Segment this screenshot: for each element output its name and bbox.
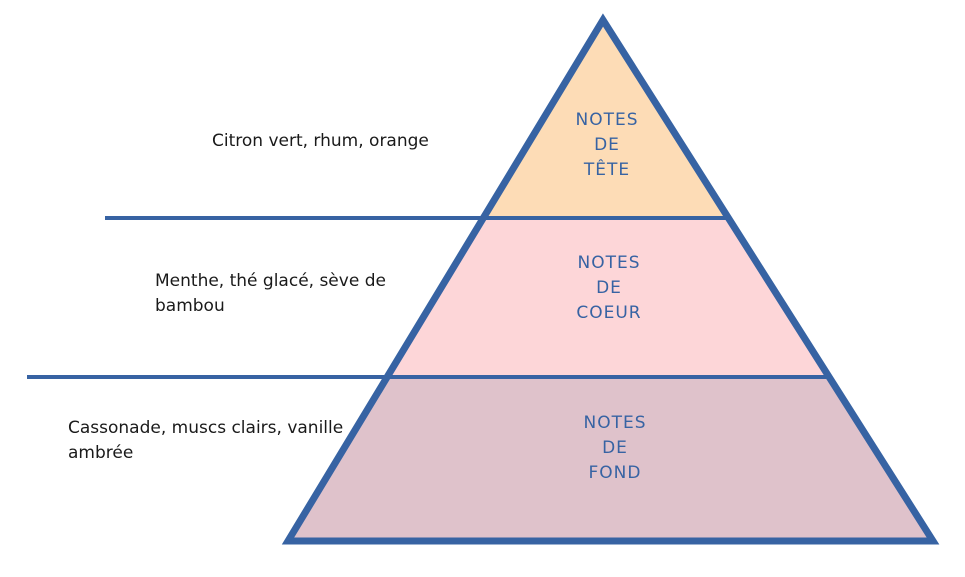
tier-top-label-2: DE	[594, 135, 620, 155]
tier-base-label-3: FOND	[589, 463, 642, 483]
pyramid-outline	[281, 13, 940, 545]
tier-base-description-line-1: Cassonade, muscs clairs, vanille	[68, 418, 344, 438]
tier-base-description-line-2: ambrée	[68, 443, 134, 463]
tier-base-fill	[288, 377, 933, 541]
tier-top-fill	[483, 20, 728, 218]
tier-top-description: Citron vert, rhum, orange	[212, 131, 429, 151]
tier-middle-description-line-1: Menthe, thé glacé, sève de	[155, 271, 386, 291]
tier-base-label-1: NOTES	[583, 413, 646, 433]
tier-top-label-1: NOTES	[575, 110, 638, 130]
tier-middle-label-2: DE	[596, 278, 622, 298]
tier-middle-fill	[387, 218, 829, 377]
tier-middle-label-3: COEUR	[576, 303, 641, 323]
tier-middle-label-1: NOTES	[577, 253, 640, 273]
tier-middle-description: Menthe, thé glacé, sève de bambou	[155, 269, 386, 319]
tier-top-label-3: TÊTE	[583, 158, 630, 180]
tier-base-description: Cassonade, muscs clairs, vanille ambrée	[68, 416, 343, 466]
tier-base-label-2: DE	[602, 438, 628, 458]
tier-middle-description-line-2: bambou	[155, 296, 225, 316]
